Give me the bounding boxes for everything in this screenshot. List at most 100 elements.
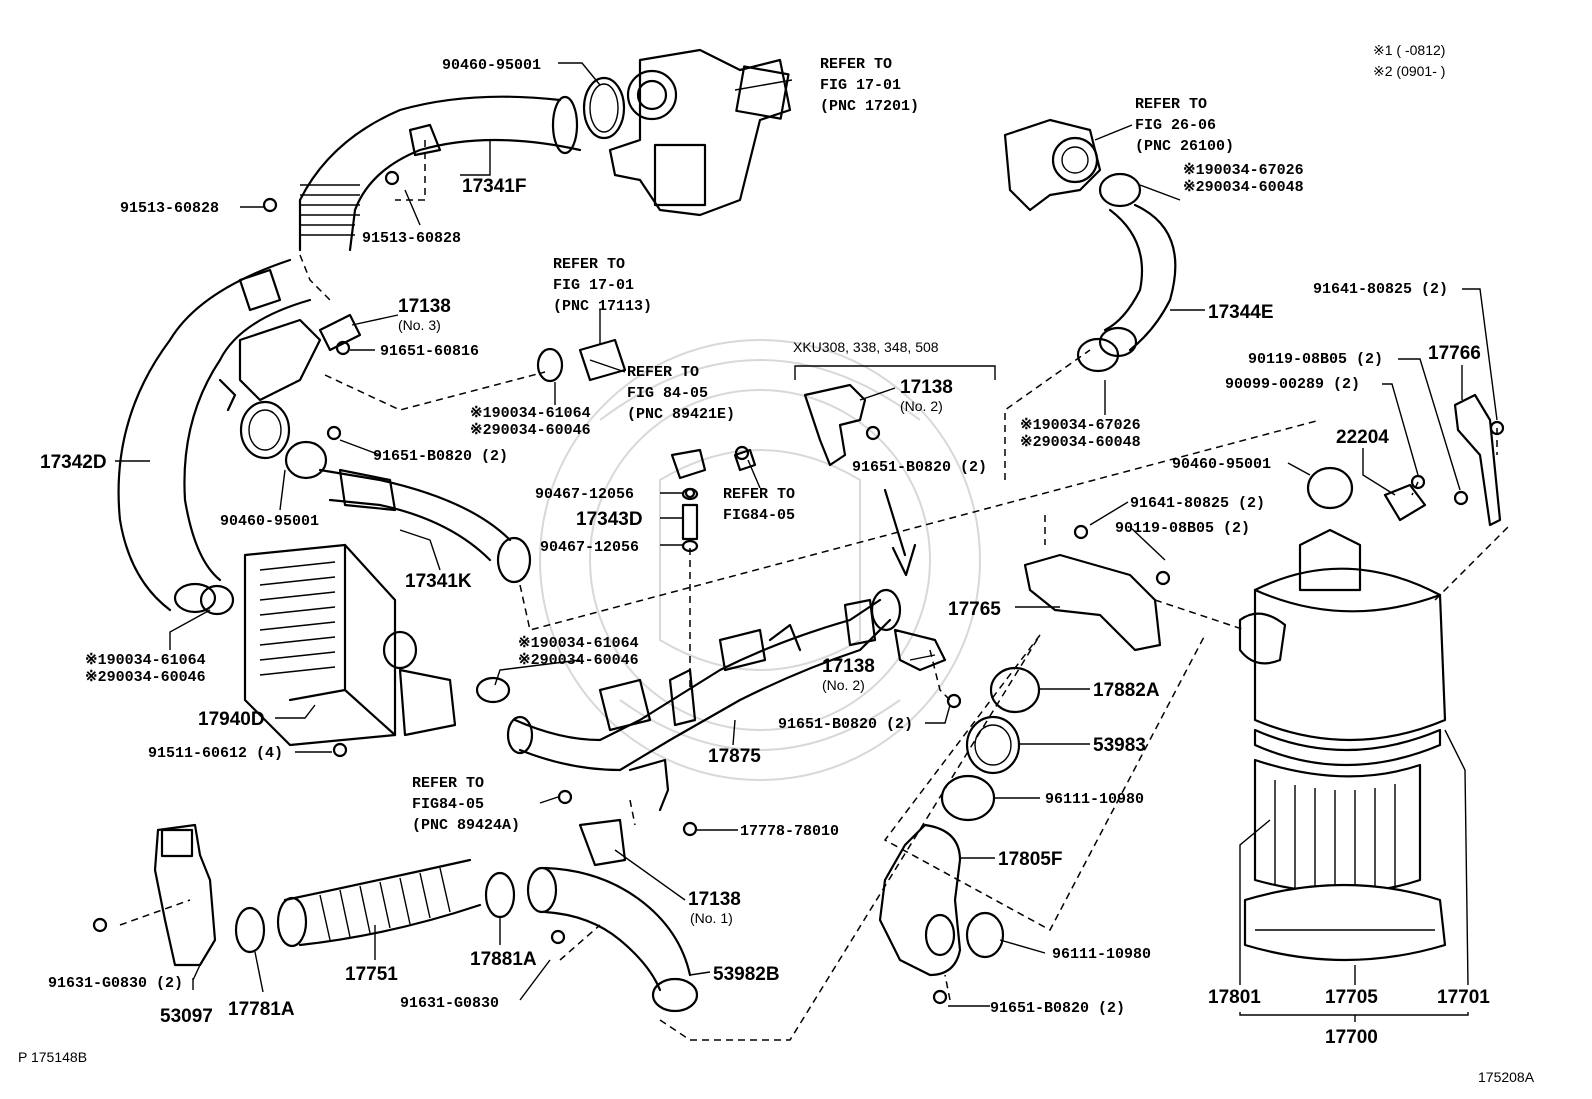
clamp-17881A: [484, 871, 516, 919]
ref-17201-a: REFER TO: [820, 56, 892, 73]
air-cleaner-17700: [1238, 528, 1447, 962]
label-17342D: 17342D: [40, 452, 107, 473]
duct-17805F: [878, 823, 962, 977]
footer-left: P 175148B: [18, 1049, 87, 1065]
pipe-17113: [536, 338, 627, 383]
label-96111-top: 96111-10980: [1045, 791, 1144, 808]
label-17138-no1: 17138: [688, 889, 741, 910]
label-90119-mid: 90119-08B05 (2): [1115, 520, 1250, 537]
label-17940D: 17940D: [198, 709, 265, 730]
ref-17113-b: FIG 17-01: [553, 277, 634, 294]
label-17138-no2-mid-sub: (No. 2): [822, 677, 865, 693]
ref-26100-b: FIG 26-06: [1135, 117, 1216, 134]
label-91631-g0830-mid: 91631-G0830: [400, 995, 499, 1012]
leader-lines: [115, 62, 1498, 1022]
label-290034-60046-mid: ※290034-60046: [470, 422, 591, 439]
label-17705: 17705: [1325, 987, 1378, 1008]
note-2: ※2 (0901- ): [1373, 63, 1445, 79]
label-17138-no1-sub: (No. 1): [690, 910, 733, 926]
clamp-90460-top: [582, 76, 626, 140]
label-90460-left: 90460-95001: [220, 513, 319, 530]
clamp-90460-left: [284, 440, 328, 480]
label-91651-b0820-left: 91651-B0820 (2): [373, 448, 508, 465]
label-90099: 90099-00289 (2): [1225, 376, 1360, 393]
ref-89421-b: FIG 84-05: [627, 385, 708, 402]
note-1: ※1 ( -0812): [1373, 42, 1445, 58]
label-17138-no2-top-sub: (No. 2): [900, 398, 943, 414]
label-53982B: 53982B: [713, 964, 780, 985]
label-96111-bot: 96111-10980: [1052, 946, 1151, 963]
label-17805F: 17805F: [998, 849, 1062, 870]
hose-17343D: [681, 487, 699, 553]
label-17882A: 17882A: [1093, 680, 1160, 701]
label-90467-bot: 90467-12056: [540, 539, 639, 556]
clamp-96111-top: [940, 774, 996, 822]
label-91651-60816: 91651-60816: [380, 343, 479, 360]
label-90119-top: 90119-08B05 (2): [1248, 351, 1383, 368]
label-91651-b0820-xku: 91651-B0820 (2): [852, 459, 987, 476]
ref-26100-c: (PNC 26100): [1135, 138, 1234, 155]
label-91651-b0820-bot: 91651-B0820 (2): [990, 1000, 1125, 1017]
label-290034-60046-center: ※290034-60046: [518, 652, 639, 669]
hose-17751: [276, 858, 482, 948]
label-17138-no2-mid: 17138: [822, 656, 875, 677]
watermark-emblem: [539, 339, 981, 781]
label-90460-right: 90460-95001: [1172, 456, 1271, 473]
footer-right: 175208A: [1478, 1069, 1535, 1085]
label-190034-67026-mid: ※190034-67026: [1020, 417, 1141, 434]
label-17875: 17875: [708, 746, 761, 767]
label-53097: 53097: [160, 1006, 213, 1027]
label-90460-top: 90460-95001: [442, 57, 541, 74]
label-190034-67026-top: ※190034-67026: [1183, 162, 1304, 179]
bracket-17765: [1023, 553, 1162, 652]
label-xku: XKU308, 338, 348, 508: [793, 339, 939, 355]
label-290034-60046-left: ※290034-60046: [85, 669, 206, 686]
label-17138-no2-top: 17138: [900, 377, 953, 398]
sensor-22204: [1383, 483, 1427, 522]
intercooler-17940D: [243, 543, 457, 747]
duct-53097: [153, 823, 217, 967]
clamp-96111-bot: [965, 911, 1005, 959]
label-17343D: 17343D: [576, 509, 643, 530]
label-190034-61064-left: ※190034-61064: [85, 652, 206, 669]
bracket-17766: [1453, 393, 1502, 527]
label-91513-left: 91513-60828: [120, 200, 219, 217]
dashed-connectors: [119, 140, 1511, 1041]
hose-17341F: [298, 95, 582, 252]
label-91641-top: 91641-80825 (2): [1313, 281, 1448, 298]
label-17138-no3: 17138: [398, 296, 451, 317]
label-91513-mid: 91513-60828: [362, 230, 461, 247]
label-90467-top: 90467-12056: [535, 486, 634, 503]
label-91511: 91511-60612 (4): [148, 745, 283, 762]
hose-53982B: [526, 866, 699, 1013]
ref-17113-c: (PNC 17113): [553, 298, 652, 315]
part-labels: ※1 ( -0812) ※2 (0901- ) 90460-95001 REFE…: [18, 42, 1535, 1085]
clamp-90460-right: [1306, 466, 1354, 510]
ref-8405-b: FIG84-05: [723, 507, 795, 524]
label-17881A: 17881A: [470, 949, 537, 970]
clamp-17781A: [234, 906, 266, 954]
bolt-icons: [92, 170, 1505, 1005]
label-17700: 17700: [1325, 1027, 1378, 1048]
bracket-17138-no2-xku: [803, 383, 867, 467]
label-17344E: 17344E: [1208, 302, 1274, 323]
hose-53983: [965, 715, 1021, 775]
label-17778: 17778-78010: [740, 823, 839, 840]
ref-89424-a: REFER TO: [412, 775, 484, 792]
bracket-17138-no1: [578, 818, 627, 867]
sensor-89421E: [670, 448, 757, 480]
throttle-body-26100: [1003, 118, 1102, 212]
label-91641-mid: 91641-80825 (2): [1130, 495, 1265, 512]
ref-17201-b: FIG 17-01: [820, 77, 901, 94]
ref-89424-c: (PNC 89424A): [412, 817, 520, 834]
label-17341F: 17341F: [462, 176, 526, 197]
bracket-17138-no2-mid: [893, 628, 947, 672]
label-190034-61064-center: ※190034-61064: [518, 635, 639, 652]
ref-17113-a: REFER TO: [553, 256, 625, 273]
label-17766: 17766: [1428, 343, 1481, 364]
label-17138-no3-sub: (No. 3): [398, 317, 441, 333]
ref-17201-c: (PNC 17201): [820, 98, 919, 115]
ref-26100-a: REFER TO: [1135, 96, 1207, 113]
clamp-190034-center: [475, 676, 511, 704]
